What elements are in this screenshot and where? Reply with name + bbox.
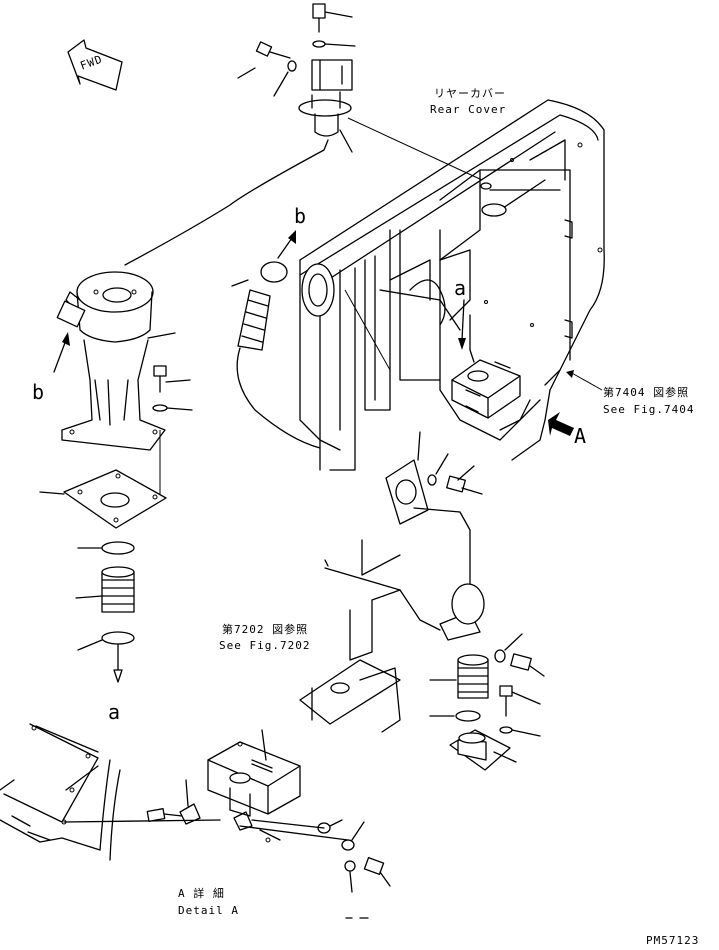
hose-connector-ring xyxy=(301,263,335,317)
label-leaders xyxy=(344,117,603,391)
ref-fig-7202-en: See Fig.7202 xyxy=(219,639,311,652)
connection-b-top-label: b xyxy=(294,204,307,228)
ref-fig-7202-jp: 第7202 図参照 xyxy=(222,623,309,636)
ref-fig-7404-jp: 第7404 図参照 xyxy=(603,386,690,399)
connection-a-top-label: a xyxy=(454,276,467,300)
fwd-arrow xyxy=(67,39,123,91)
detail-a-title-jp: A 詳 細 xyxy=(178,887,225,900)
ref-fig-7404-en: See Fig.7404 xyxy=(603,403,695,416)
cyclone-precleaner xyxy=(56,271,166,451)
detail-a-title-en: Detail A xyxy=(178,904,239,917)
drawing-number: PM57123 xyxy=(646,934,700,947)
detail-a-drawing xyxy=(0,723,391,919)
top-bolt-assembly xyxy=(237,3,356,153)
connection-b-left-label: b xyxy=(32,380,45,404)
rear-cover-label-jp: リヤーカバー xyxy=(434,87,506,100)
connection-arrows xyxy=(53,230,466,373)
cyclone-leaders xyxy=(147,332,193,412)
lower-hose-stack xyxy=(75,541,135,683)
gasket-plate xyxy=(39,430,167,529)
hose-flange xyxy=(385,431,483,591)
view-a-arrow xyxy=(548,412,574,436)
rear-cover-label-en: Rear Cover xyxy=(430,103,507,116)
connection-a-bottom-label: a xyxy=(108,700,121,724)
view-a-label: A xyxy=(574,424,587,448)
lower-bracket-assembly xyxy=(299,539,545,771)
hose-line-top xyxy=(124,139,329,266)
rear-cover-frame xyxy=(299,99,605,471)
filter-box xyxy=(451,314,521,419)
curved-hose xyxy=(231,261,321,449)
